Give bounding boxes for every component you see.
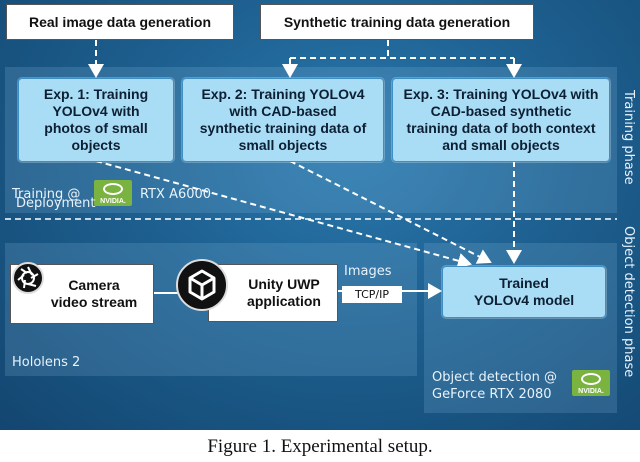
exp3-line: training data of both context (406, 120, 596, 136)
object-detection-phase-label: Object detection phase (621, 226, 636, 378)
tcp-ip-label: TCP/IP (355, 288, 389, 301)
exp1-line: YOLOv4 with (52, 103, 140, 119)
exp1-box: Exp. 1: Training YOLOv4 with photos of s… (18, 78, 174, 162)
trained-line: Trained (499, 275, 549, 291)
exp3-line: CAD-based synthetic (430, 103, 572, 119)
unity-line: application (247, 293, 321, 309)
object-detection-gpu-label: GeForce RTX 2080 (432, 387, 552, 402)
deployment-label: Deployment (16, 196, 96, 211)
exp3-box: Exp. 3: Training YOLOv4 with CAD-based s… (392, 78, 610, 162)
unity-logo-icon (176, 259, 228, 311)
exp3-line: Exp. 3: Training YOLOv4 with (403, 86, 599, 102)
synthetic-data-generation-label: Synthetic training data generation (283, 13, 511, 30)
camera-aperture-icon (12, 262, 44, 294)
arrow-exp1-to-trained (95, 160, 472, 269)
unity-line: Unity UWP (248, 276, 320, 292)
diagram-canvas: Real image data generation Synthetic tra… (0, 0, 640, 430)
synthetic-data-generation-box: Synthetic training data generation (260, 4, 534, 40)
tcp-ip-tag: TCP/IP (342, 286, 402, 303)
figure-caption: Figure 1. Experimental setup. (207, 436, 433, 457)
exp2-line: small objects (238, 137, 328, 153)
exp2-box: Exp. 2: Training YOLOv4 with CAD-based s… (182, 78, 384, 162)
exp2-line: synthetic training data of (199, 120, 367, 136)
nvidia-logo-icon: NVIDIA. (94, 180, 132, 206)
hololens-label: Hololens 2 (12, 355, 81, 370)
real-image-generation-box: Real image data generation (6, 4, 234, 40)
unity-box: Unity UWP application (208, 264, 338, 322)
camera-line: video stream (50, 294, 138, 310)
training-gpu-label: RTX A6000 (140, 187, 212, 202)
exp1-line: objects (71, 137, 121, 153)
trained-line: YOLOv4 model (473, 292, 575, 308)
exp1-line: Exp. 1: Training (43, 86, 149, 102)
connector-lines (88, 64, 522, 301)
exp1-line: photos of small (44, 120, 148, 136)
arrow-exp2-to-trained (289, 160, 492, 264)
real-image-generation-label: Real image data generation (28, 13, 212, 30)
exp2-line: Exp. 2: Training YOLOv4 (201, 86, 365, 102)
exp3-line: and small objects (442, 137, 560, 153)
images-label: Images (344, 264, 392, 279)
training-label: Training @ (12, 187, 81, 202)
exp2-line: with CAD-based (229, 103, 337, 119)
camera-line: Camera (68, 277, 120, 293)
trained-model-box: Trained YOLOv4 model (442, 266, 606, 318)
nvidia-logo-icon: NVIDIA. (572, 370, 610, 396)
training-phase-label: Training phase (621, 90, 636, 185)
object-detection-label: Object detection @ (432, 370, 557, 385)
